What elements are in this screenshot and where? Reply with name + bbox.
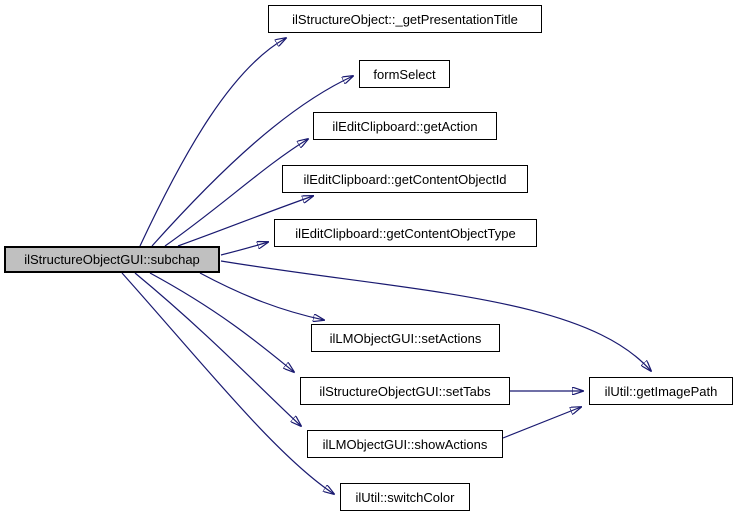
edge-subchap-to-setactions (199, 272, 324, 320)
node-getimagepath[interactable]: ilUtil::getImagePath (589, 377, 733, 405)
edge-subchap-to-getcontentobjecttype (220, 242, 268, 256)
node-showactions[interactable]: ilLMObjectGUI::showActions (307, 430, 503, 458)
edge-subchap-to-settabs (149, 272, 294, 372)
edge-subchap-to-getimagepath (220, 260, 651, 371)
edge-subchap-to-showactions (134, 272, 301, 426)
node-setactions[interactable]: ilLMObjectGUI::setActions (311, 324, 500, 352)
node-getcontentobjecttype[interactable]: ilEditClipboard::getContentObjectType (274, 219, 537, 247)
node-getaction[interactable]: ilEditClipboard::getAction (313, 112, 497, 140)
edge-showactions-to-getimagepath (502, 407, 581, 439)
node-getcontentobjectid[interactable]: ilEditClipboard::getContentObjectId (282, 165, 528, 193)
node-switchcolor[interactable]: ilUtil::switchColor (340, 483, 470, 511)
node-subchap: ilStructureObjectGUI::subchap (4, 246, 220, 273)
node-formselect[interactable]: formSelect (359, 60, 450, 88)
node-getpresentationtitle[interactable]: ilStructureObject::_getPresentationTitle (268, 5, 542, 33)
edge-subchap-to-getpresentationtitle (139, 38, 286, 247)
node-settabs[interactable]: ilStructureObjectGUI::setTabs (300, 377, 510, 405)
